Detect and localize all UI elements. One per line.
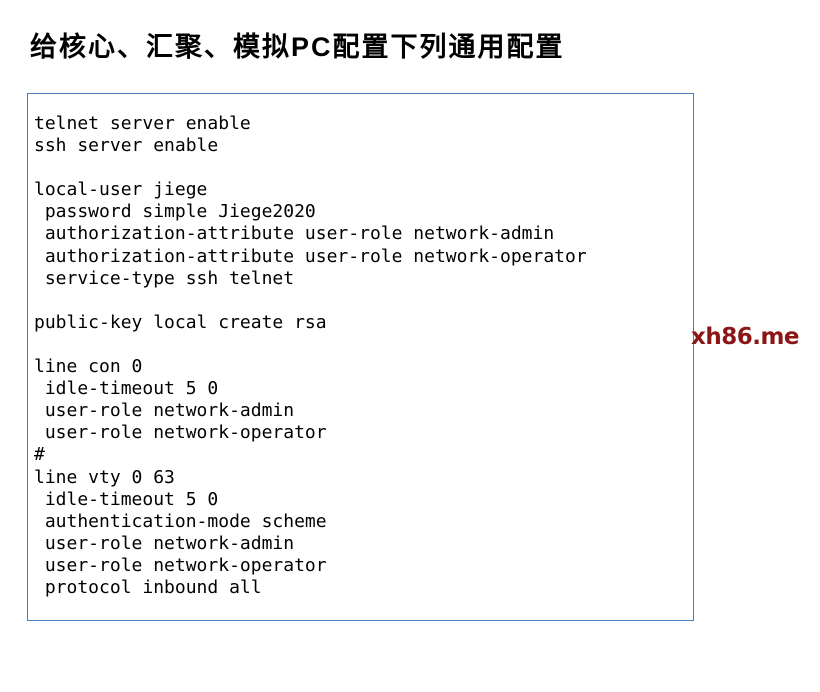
config-code-text: telnet server enable ssh server enable l… [34,113,587,598]
watermark-site-name: xh86.me [691,324,800,350]
page-title: 给核心、汇聚、模拟PC配置下列通用配置 [30,32,565,62]
config-code-box: telnet server enable ssh server enable l… [27,93,694,621]
